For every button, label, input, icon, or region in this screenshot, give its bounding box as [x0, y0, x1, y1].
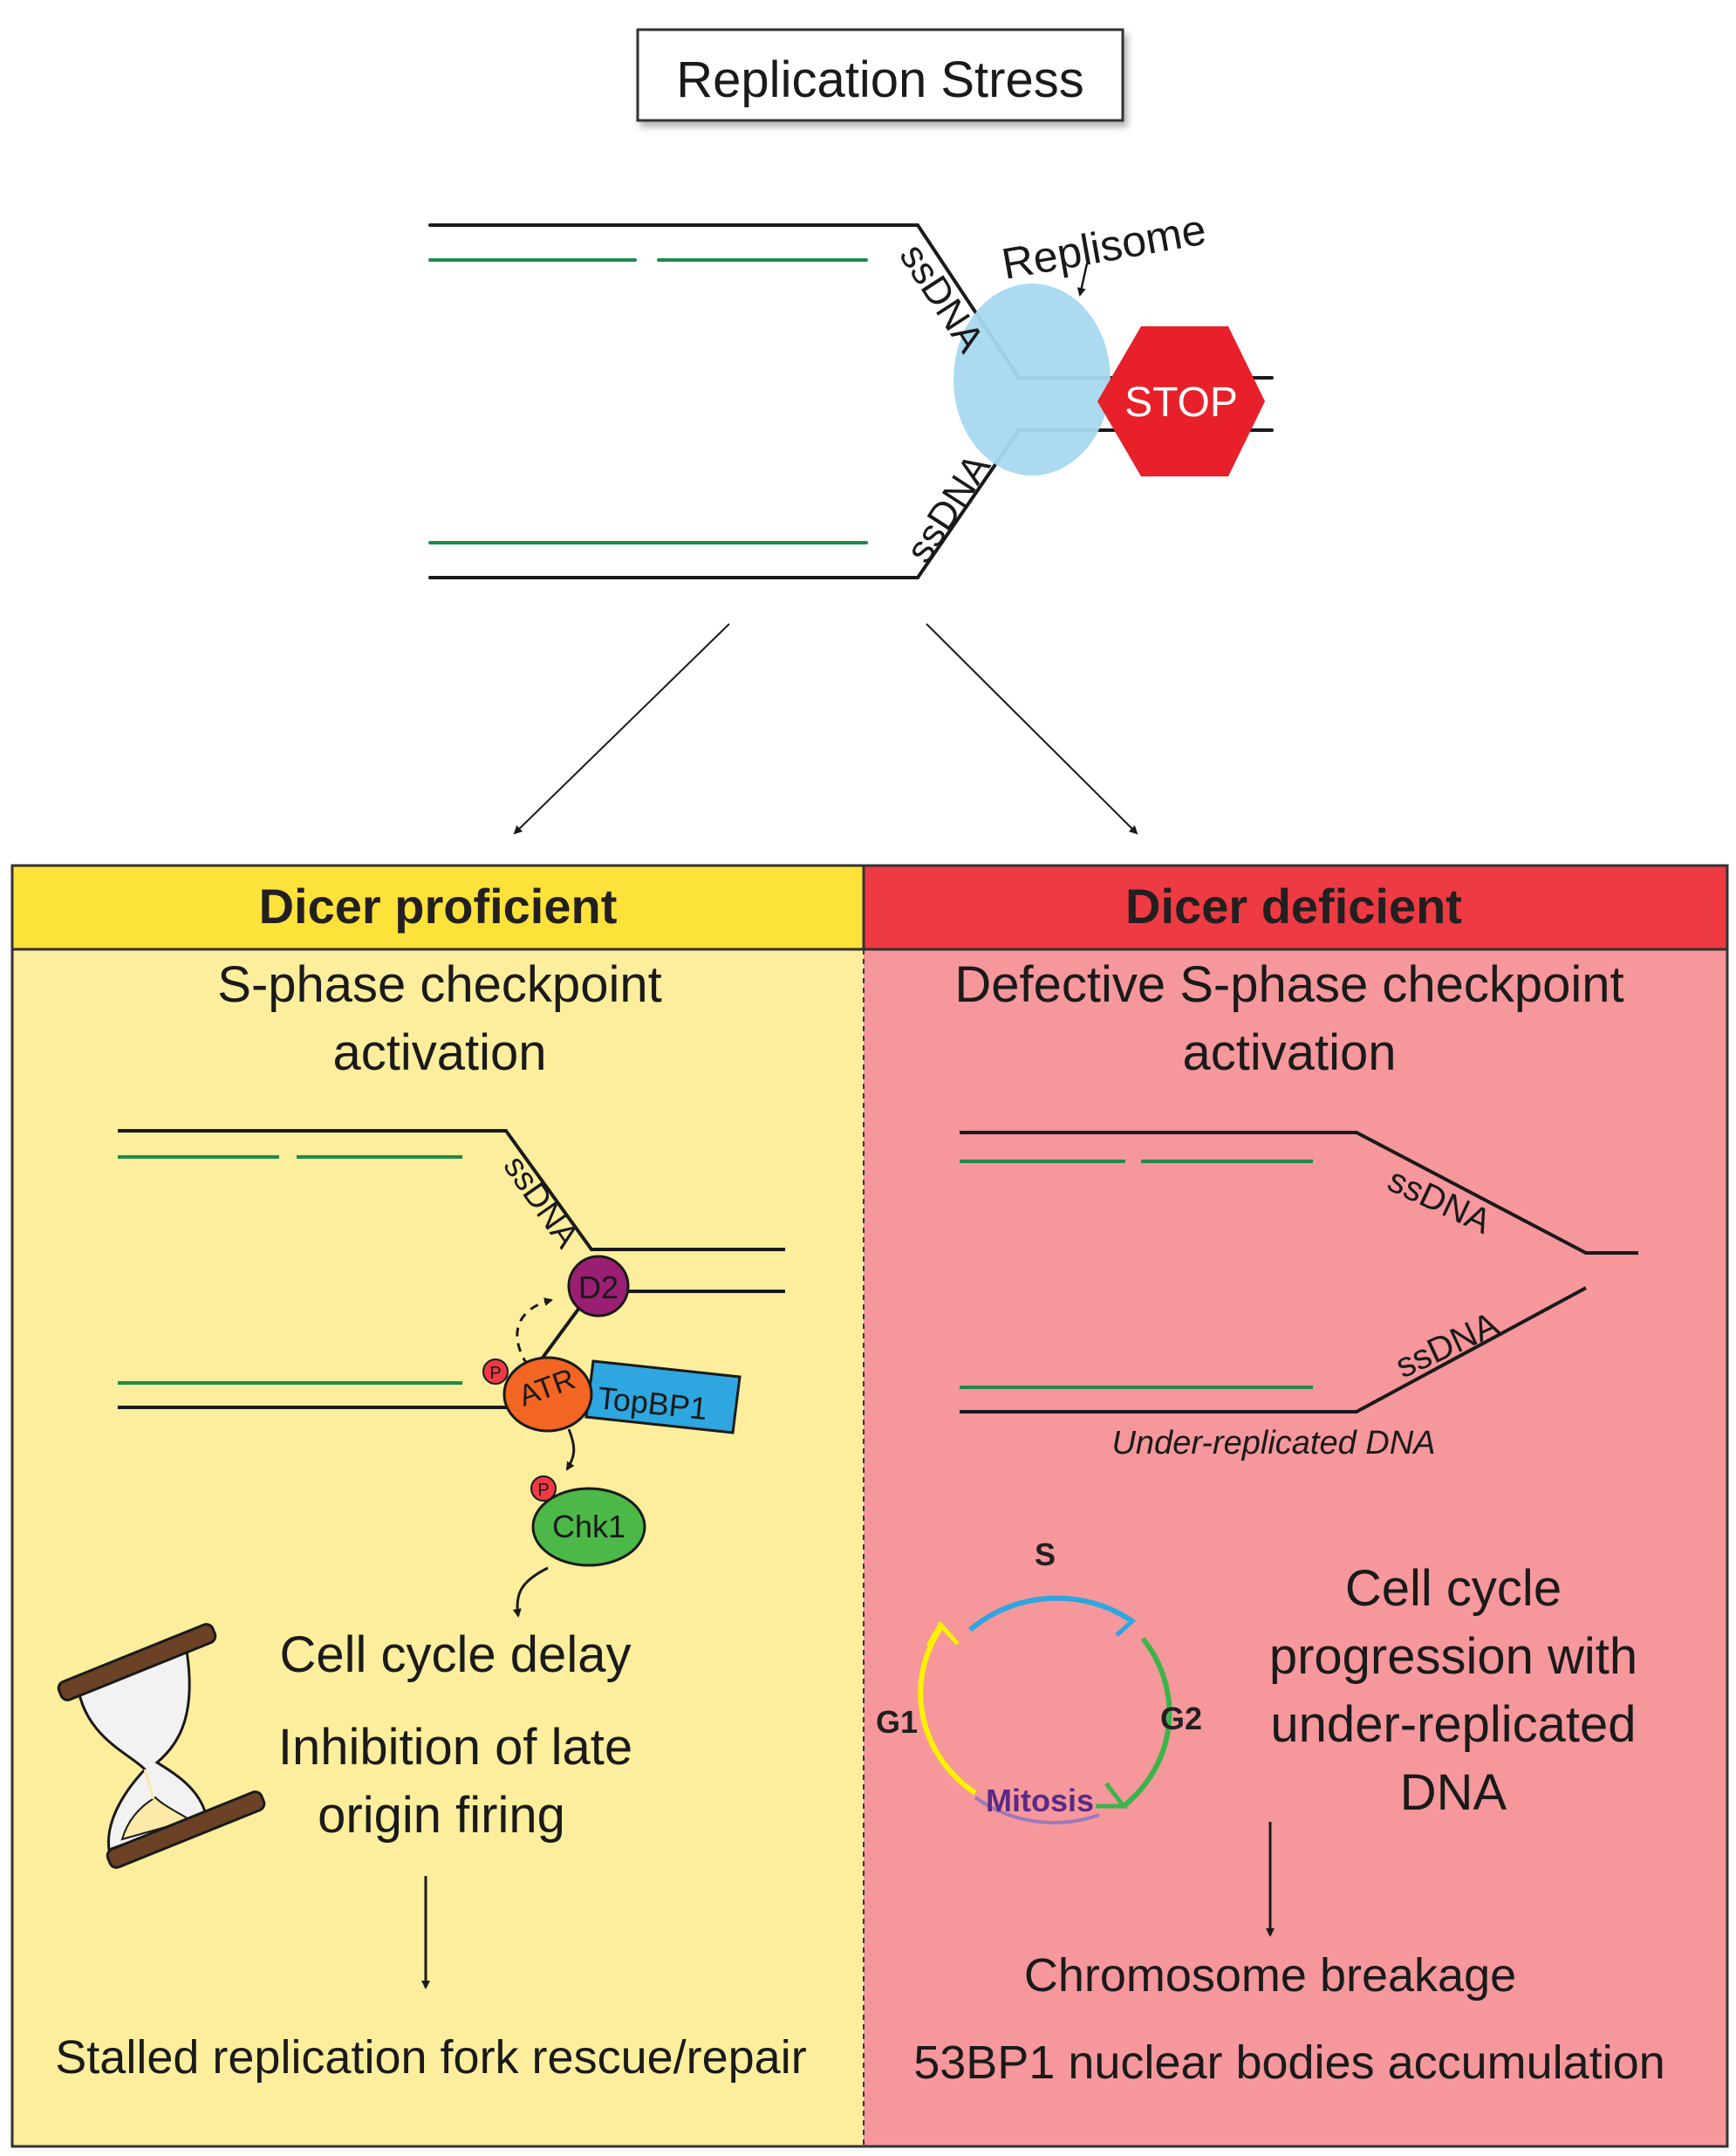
- cycle-label-g2: G2: [1160, 1701, 1202, 1736]
- page-title: Replication Stress: [676, 51, 1083, 108]
- atr-phospho: P: [482, 1359, 509, 1385]
- cycle-arc-g2: [1122, 1637, 1172, 1809]
- deficient-fork: [960, 1131, 1638, 1413]
- chk1-protein: Chk1: [531, 1487, 646, 1567]
- deficient-heading-line2: activation: [1182, 1024, 1396, 1081]
- panel-border: [10, 864, 1729, 2148]
- atr-protein: ATR: [502, 1356, 593, 1433]
- cycle-label-s: S: [1035, 1537, 1056, 1572]
- cycle-label-mitosis: Mitosis: [986, 1783, 1094, 1818]
- inhibition-line2: origin firing: [318, 1787, 565, 1844]
- panel-dicer-proficient: Dicer proficient S-phase checkpoint acti…: [10, 864, 865, 2146]
- atr-phospho-label: P: [489, 1364, 501, 1383]
- progression-line2: progression with: [1269, 1628, 1637, 1685]
- deficient-parental-strand-upper: [960, 1131, 1638, 1255]
- proficient-fork: [118, 1129, 785, 1409]
- stop-sign: STOP: [1097, 326, 1265, 476]
- replisome-shape: [953, 284, 1111, 476]
- cycle-arc-g1: [918, 1626, 977, 1796]
- atr-to-chk1-arrow: [565, 1428, 576, 1471]
- proficient-heading-line2: activation: [332, 1024, 546, 1081]
- panel-dicer-deficient: Dicer deficient Defective S-phase checkp…: [862, 864, 1729, 2146]
- inhibition-line1: Inhibition of late: [278, 1719, 632, 1776]
- stop-label: STOP: [1124, 380, 1238, 426]
- title-box: Replication Stress: [636, 28, 1124, 122]
- cycle-arrowhead-s: [1111, 1608, 1137, 1637]
- chromosome-breakage: Chromosome breakage: [1024, 1949, 1516, 2002]
- d2-protein: D2: [567, 1255, 630, 1318]
- replisome-label: Replisome: [998, 205, 1209, 289]
- proficient-outcome: Stalled replication fork rescue/repair: [55, 2031, 806, 2084]
- branch-arrow-right: [926, 623, 1138, 835]
- branch-arrow-left: [513, 623, 730, 835]
- progression-line3: under-replicated: [1270, 1696, 1636, 1753]
- proficient-parental-strand-lower: [118, 1290, 785, 1409]
- proficient-parental-strand-upper: [118, 1129, 785, 1251]
- under-replicated-dna-label: Under-replicated DNA: [1111, 1425, 1435, 1461]
- chk1-to-delay-arrow: [512, 1566, 549, 1618]
- progression-line4: DNA: [1400, 1764, 1507, 1821]
- 53bp1-accumulation: 53BP1 nuclear bodies accumulation: [913, 2036, 1665, 2089]
- cycle-arc-s: [968, 1595, 1134, 1632]
- cell-cycle-diagram: [918, 1595, 1172, 1824]
- proficient-header: Dicer proficient: [259, 879, 618, 934]
- cycle-arc-mitosis: [974, 1796, 1100, 1824]
- chk1-label: Chk1: [552, 1509, 625, 1544]
- topbp1-protein: TopBP1: [584, 1359, 742, 1434]
- replisome-pointer-arrow: [1076, 263, 1089, 297]
- top-ssdna-lower-label: ssDNA: [898, 446, 999, 570]
- chk1-phospho-label: P: [537, 1481, 549, 1500]
- top-ssdna-upper-label: ssDNA: [892, 236, 993, 360]
- cell-cycle-delay: Cell cycle delay: [280, 1626, 632, 1683]
- deficient-heading-line1: Defective S-phase checkpoint: [954, 956, 1623, 1013]
- chk1-phospho: P: [530, 1475, 557, 1502]
- cycle-arrowhead-g1: [926, 1620, 960, 1647]
- progression-line1: Cell cycle: [1345, 1560, 1562, 1617]
- deficient-header: Dicer deficient: [1125, 879, 1462, 934]
- proficient-heading-line1: S-phase checkpoint: [217, 956, 661, 1013]
- d2-label: D2: [578, 1270, 619, 1305]
- cycle-label-g1: G1: [876, 1704, 918, 1740]
- hourglass-icon: [57, 1623, 266, 1869]
- deficient-parental-strand-lower: [960, 1286, 1587, 1413]
- cycle-arrowhead-g2: [1096, 1782, 1129, 1809]
